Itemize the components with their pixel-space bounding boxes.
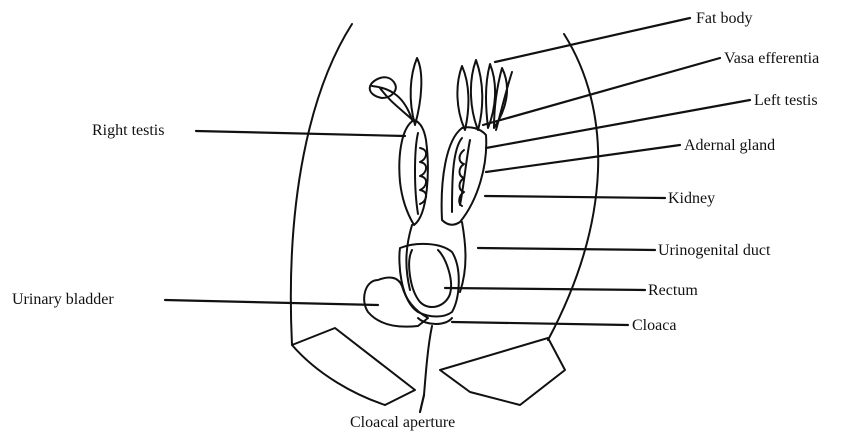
label-cloaca: Cloaca [632,317,676,335]
label-kidney: Kidney [668,190,715,208]
left-urinogenital-duct [460,222,466,292]
left-leg-stump [292,328,415,405]
leader-cloaca [452,322,628,325]
leader-fat-body [495,18,690,62]
label-cloacal-aperture: Cloacal aperture [350,414,455,432]
leader-rectum [445,288,645,290]
adrenal-gland [460,140,470,205]
label-right-testis: Right testis [92,122,164,140]
body-outline-right [548,34,598,340]
label-rectum: Rectum [648,282,698,300]
label-adrenal-gland: Adernal gland [684,137,775,155]
leader-urinary-bladder [165,300,378,305]
body-outline-left [291,24,352,345]
label-urinary-bladder: Urinary bladder [12,291,114,309]
cloacal-aperture-tube [424,326,432,395]
leader-urinogenital-duct [478,248,655,250]
label-vasa-efferentia: Vasa efferentia [724,50,819,68]
label-urinogenital-duct: Urinogenital duct [658,242,770,260]
label-fat-body: Fat body [696,10,752,28]
leader-kidney [485,196,665,198]
left-testis [452,138,464,212]
leader-right-testis [196,131,405,136]
leader-cloacal-aperture [420,395,424,412]
leader-vasa-efferentia [483,58,720,125]
leader-adrenal-gland [486,145,680,172]
fat-body-left-group [370,58,422,125]
rectum [409,250,451,307]
right-leg-stump [440,338,565,405]
label-left-testis: Left testis [754,92,818,110]
right-testis [415,133,426,214]
